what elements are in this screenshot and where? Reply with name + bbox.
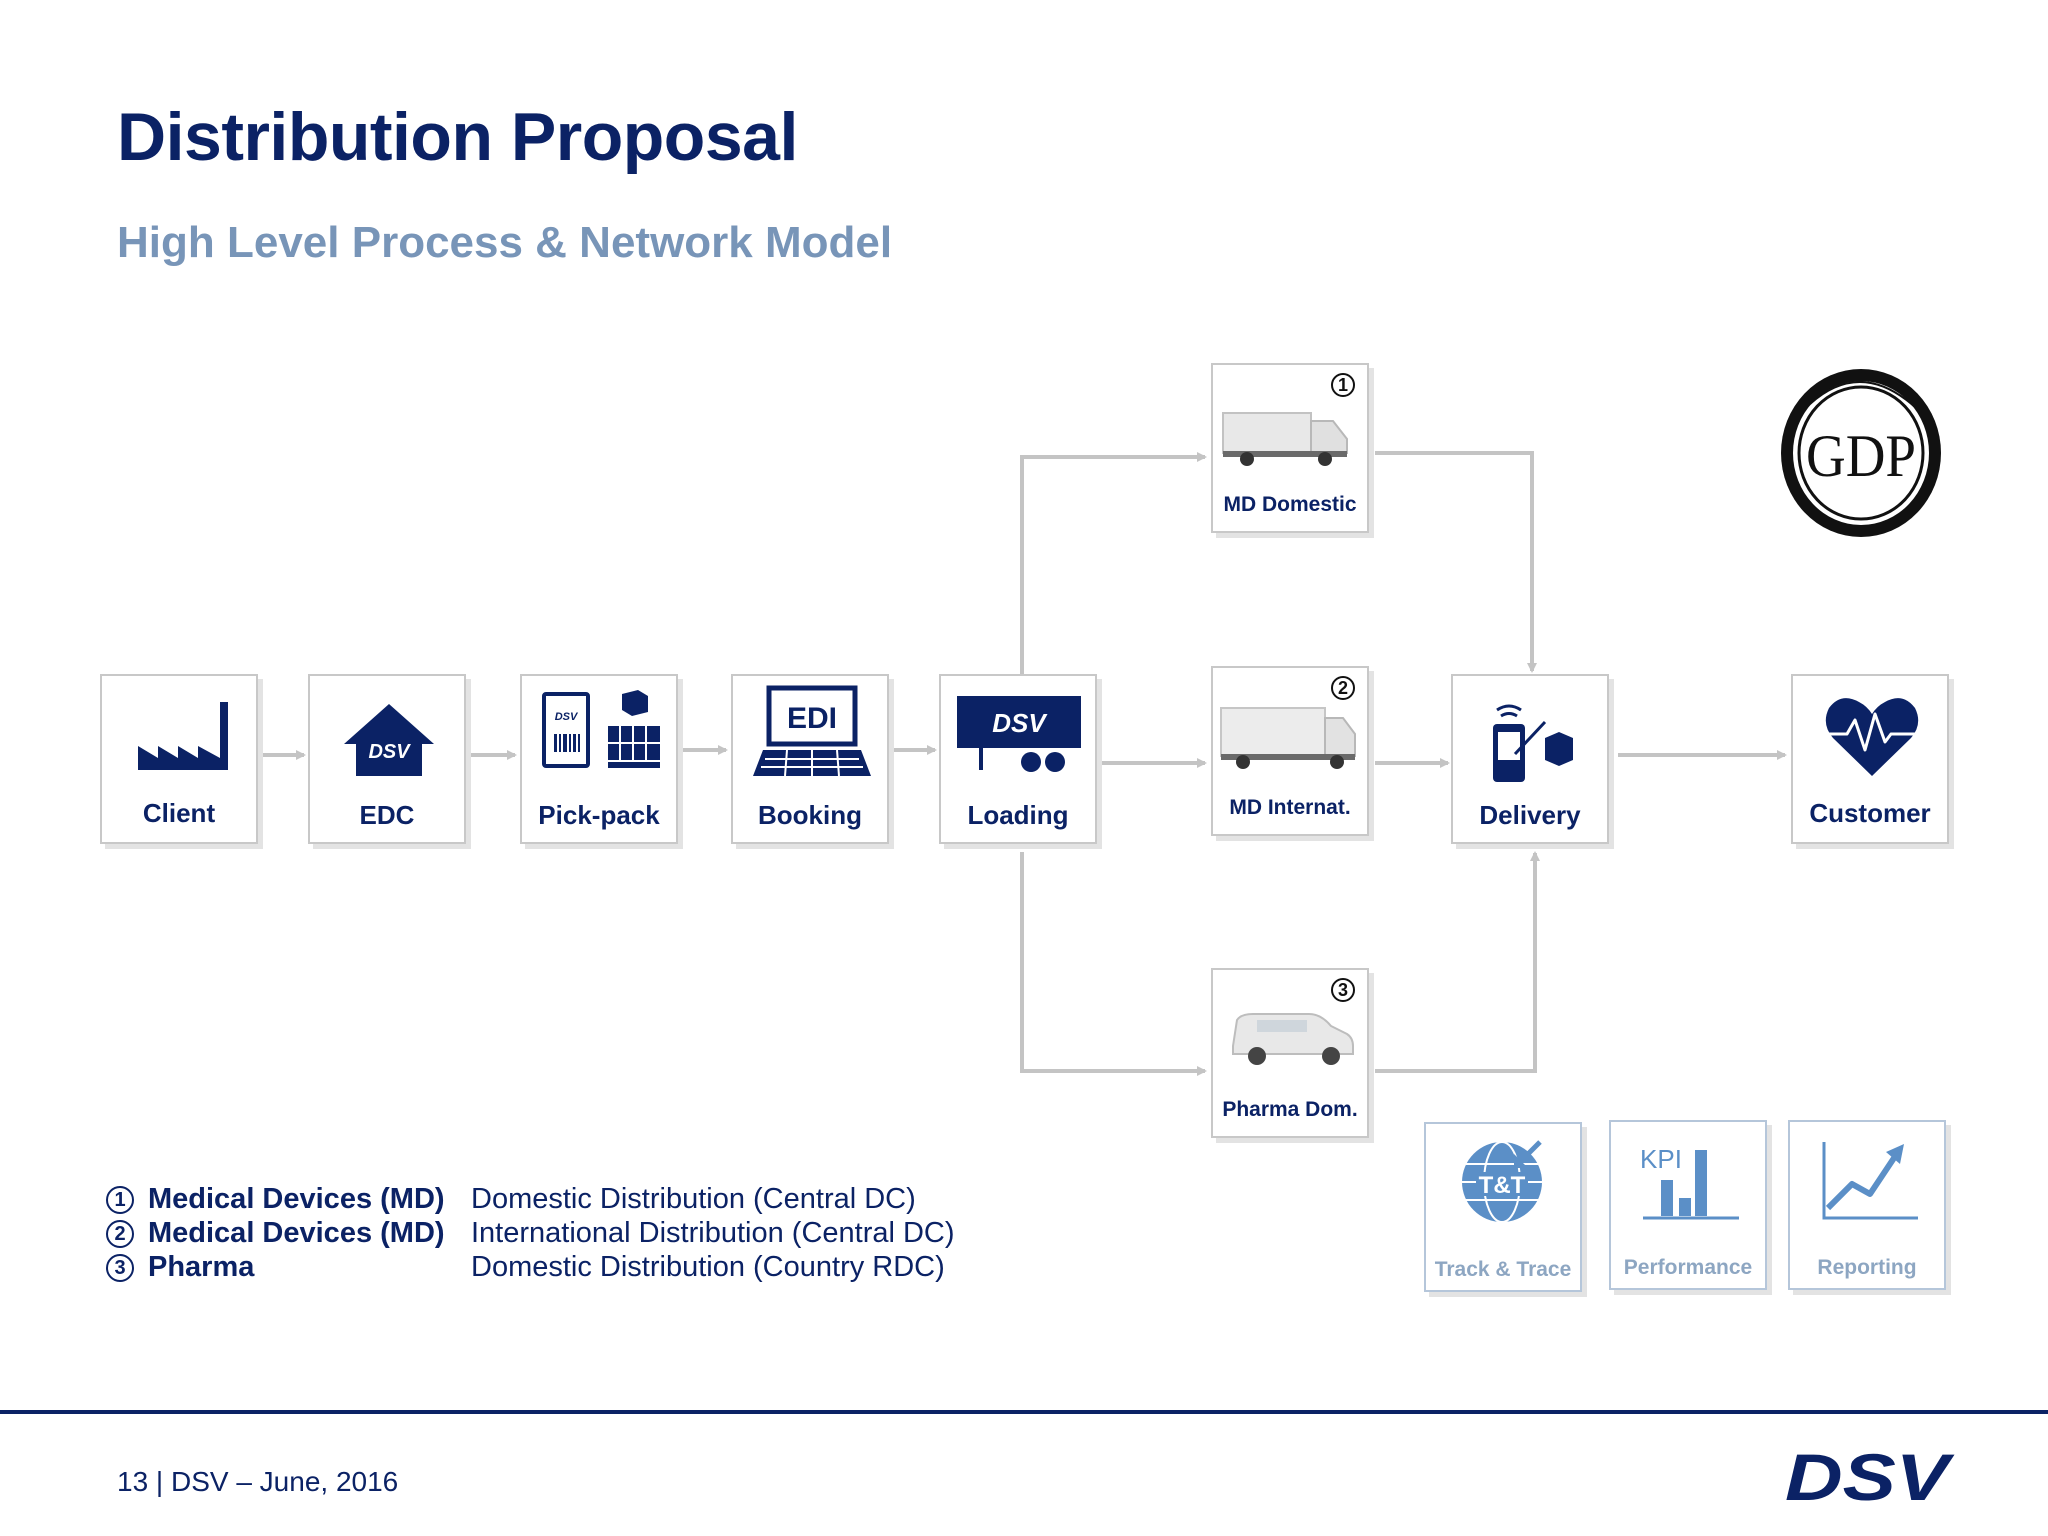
pick-pack-icon: DSV xyxy=(542,690,660,768)
route-label: MD Domestic xyxy=(1223,493,1357,516)
legend-number: 3 xyxy=(106,1254,134,1282)
service-performance[interactable]: KPI Performance xyxy=(1609,1120,1767,1290)
service-label: Reporting xyxy=(1817,1256,1917,1279)
service-label: Performance xyxy=(1623,1256,1753,1279)
process-step-label: Booking xyxy=(758,800,862,830)
legend-key: Medical Devices (MD) xyxy=(148,1183,445,1215)
page-title: Distribution Proposal xyxy=(117,99,798,175)
legend-key: Medical Devices (MD) xyxy=(148,1217,445,1249)
process-step-label: Customer xyxy=(1809,798,1931,828)
arrow-md-domestic-delivery xyxy=(1375,451,1537,673)
process-step-label: Client xyxy=(142,798,216,828)
legend-key: Pharma xyxy=(148,1251,255,1283)
process-step-client[interactable]: Client xyxy=(100,674,258,844)
dsv-logo-text: DSV xyxy=(1785,1446,1955,1506)
process-step-label: Loading xyxy=(967,800,1069,830)
route-md-international[interactable]: 2 MD Internat. xyxy=(1211,666,1369,836)
laptop-edi-icon: EDI xyxy=(753,685,871,777)
process-step-booking[interactable]: EDI Booking xyxy=(731,674,889,844)
line-chart-icon xyxy=(1822,1142,1918,1220)
route-label: MD Internat. xyxy=(1229,796,1351,819)
wifi-icon xyxy=(1496,704,1522,718)
page-subtitle: High Level Process & Network Model xyxy=(117,218,893,267)
process-step-edc[interactable]: DSV EDC xyxy=(308,674,466,844)
trailer-icon: DSV xyxy=(957,696,1081,772)
route-number-badge: 1 xyxy=(1331,373,1355,397)
process-step-loading[interactable]: DSV Loading xyxy=(939,674,1097,844)
boxes-icon xyxy=(608,690,660,768)
dsv-logo: DSV xyxy=(1785,1446,1955,1506)
truck-icon xyxy=(1220,707,1356,769)
factory-icon xyxy=(138,702,228,770)
route-label: Pharma Dom. xyxy=(1222,1098,1358,1121)
route-md-domestic[interactable]: 1 MD Domestic xyxy=(1211,363,1369,533)
arrow-loading-pharma xyxy=(1020,852,1207,1076)
kpi-chart-icon: KPI xyxy=(1640,1144,1739,1220)
trailer-dsv-text: DSV xyxy=(992,708,1048,738)
van-truck-icon xyxy=(1222,412,1348,466)
service-track-trace[interactable]: T&T Track & Trace xyxy=(1424,1122,1582,1292)
footer-divider xyxy=(0,1410,2048,1414)
kpi-text: KPI xyxy=(1640,1144,1682,1174)
warehouse-icon: DSV xyxy=(344,704,434,776)
heart-pulse-icon xyxy=(1825,698,1919,776)
legend-number: 2 xyxy=(106,1220,134,1248)
process-step-customer[interactable]: Customer xyxy=(1791,674,1949,844)
process-step-pick-pack[interactable]: DSV Pick-pack xyxy=(520,674,678,844)
legend-description: International Distribution (Central DC) xyxy=(471,1217,955,1249)
barcode-icon xyxy=(554,734,580,752)
edi-text: EDI xyxy=(787,702,837,735)
legend-number: 1 xyxy=(106,1186,134,1214)
route-pharma-domestic[interactable]: 3 Pharma Dom. xyxy=(1211,968,1369,1138)
footer-text: 13 | DSV – June, 2016 xyxy=(117,1466,399,1497)
route-number-badge: 2 xyxy=(1331,676,1355,700)
service-reporting[interactable]: Reporting xyxy=(1788,1120,1946,1290)
delivery-scanner-icon xyxy=(1493,704,1573,782)
gdp-seal-text: GDP xyxy=(1806,423,1916,489)
globe-tt-icon: T&T xyxy=(1462,1140,1542,1223)
arrow-pharma-delivery xyxy=(1375,851,1540,1073)
process-step-label: EDC xyxy=(359,800,415,830)
process-step-label: Pick-pack xyxy=(538,800,660,830)
van-icon xyxy=(1232,1013,1354,1065)
legend-description: Domestic Distribution (Central DC) xyxy=(471,1183,916,1215)
process-step-delivery[interactable]: Delivery xyxy=(1451,674,1609,844)
process-step-label: Delivery xyxy=(1479,800,1581,830)
warehouse-dsv-text: DSV xyxy=(368,741,411,763)
legend-description: Domestic Distribution (Country RDC) xyxy=(471,1251,945,1283)
arrow-loading-md-domestic xyxy=(1020,452,1207,674)
label-dsv-text: DSV xyxy=(555,711,579,723)
tt-text: T&T xyxy=(1479,1172,1526,1199)
gdp-seal-logo: GDP xyxy=(1781,369,1941,537)
service-label: Track & Trace xyxy=(1434,1258,1572,1281)
route-number-badge: 3 xyxy=(1331,978,1355,1002)
